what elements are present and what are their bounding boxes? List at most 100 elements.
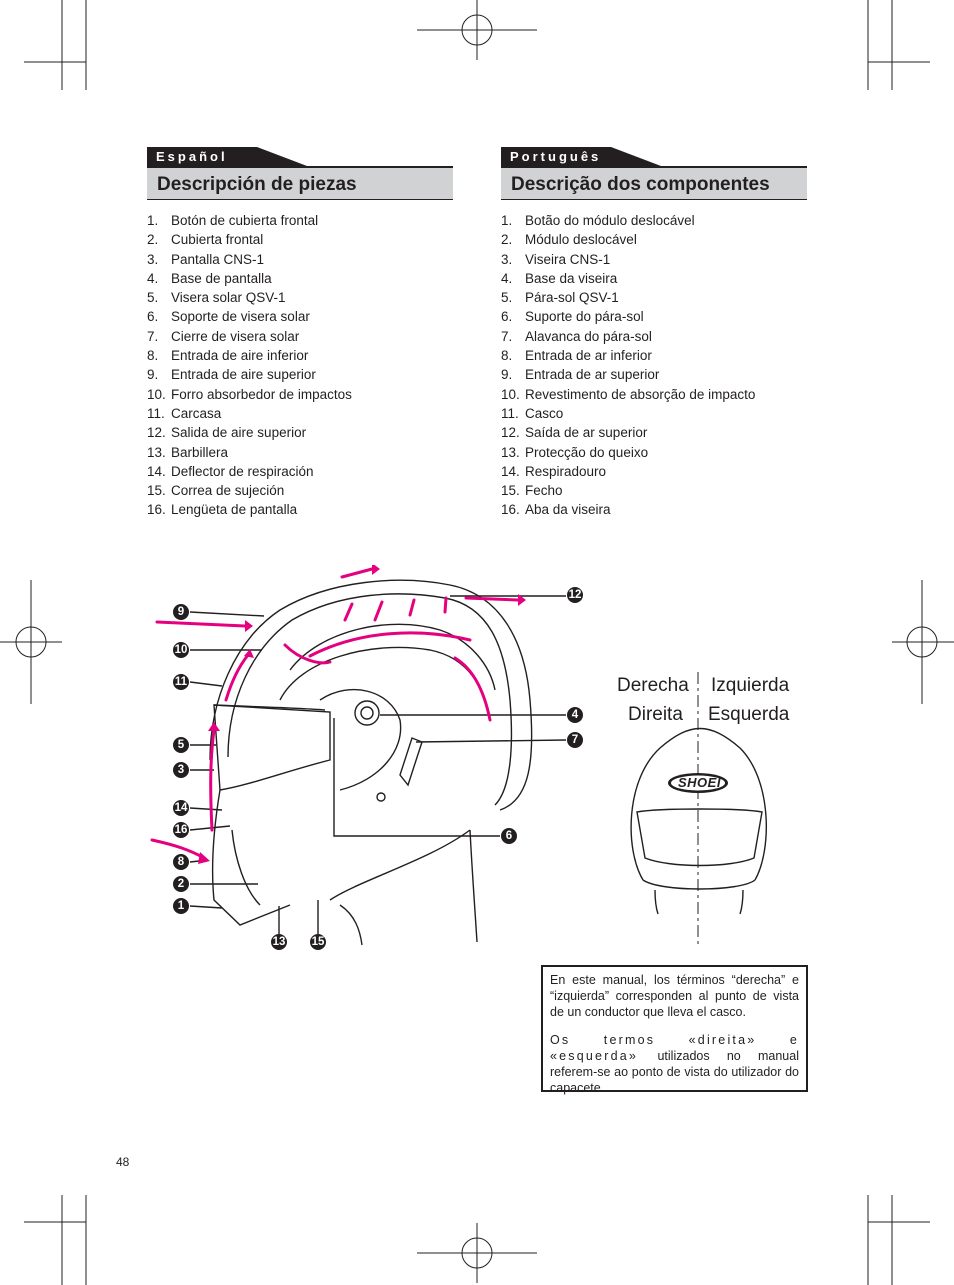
list-item: 15. Correa de sujeción [147, 481, 352, 500]
item-number: 1. [147, 213, 159, 228]
list-item: 3. Pantalla CNS-1 [147, 250, 352, 269]
item-label: Carcasa [171, 405, 222, 421]
item-number: 6. [501, 309, 513, 325]
item-label: Forro absorbedor de impactos [171, 386, 352, 402]
item-label: Lengüeta de pantalla [171, 502, 298, 518]
item-number: 11. [501, 405, 519, 421]
list-item: 13. Barbillera [147, 443, 352, 462]
parts-list-spanish: 1. Botón de cubierta frontal 2. Cubierta fr… [147, 211, 352, 520]
item-number: 11. [147, 405, 165, 421]
list-item: 11. Carcasa [147, 404, 352, 423]
list-item: 10. Revestimento de absorção de impacto [501, 385, 755, 404]
item-number: 5. [147, 290, 159, 306]
list-item: 8. Entrada de aire inferior [147, 346, 352, 365]
label-left-pt: Esquerda [708, 704, 790, 725]
item-number: 6. [147, 309, 159, 325]
list-item: 14.Deflector de respiración [147, 462, 352, 481]
item-label: Botão do módulo deslocável [525, 213, 695, 228]
item-number: 4. [147, 270, 159, 286]
callout-badge: 16 [173, 822, 189, 838]
label-right-pt: Direita [628, 704, 683, 725]
item-number: 8. [501, 348, 513, 364]
item-label: Entrada de ar inferior [525, 348, 652, 364]
item-label: Deflector de respiración [171, 463, 314, 479]
list-item: 13. Protecção do queixo [501, 443, 755, 462]
item-number: 10. [501, 386, 520, 402]
item-label: Fecho [525, 483, 563, 499]
item-number: 13. [501, 444, 520, 460]
item-label: Botón de cubierta frontal [171, 213, 319, 228]
callout-badge: 12 [567, 587, 583, 603]
item-number: 8. [147, 348, 159, 364]
helmet-side-diagram [150, 565, 567, 946]
item-label: Suporte do pára-sol [525, 309, 644, 325]
list-item: 12.Saída de ar superior [501, 423, 755, 442]
page-number: 48 [116, 1155, 130, 1169]
callout-badge: 4 [567, 707, 583, 723]
item-number: 1. [501, 213, 513, 228]
item-number: 15. [501, 483, 520, 499]
list-item: 3.Viseira CNS-1 [501, 250, 755, 269]
item-label: Salida de aire superior [171, 425, 307, 441]
label-left-es: Izquierda [711, 675, 790, 696]
list-item: 4. Base da viseira [501, 269, 755, 288]
item-number: 5. [501, 290, 513, 306]
list-item: 2. Cubierta frontal [147, 230, 352, 249]
item-label: Módulo deslocável [525, 232, 637, 248]
list-item: 15. Fecho [501, 481, 755, 500]
list-item: 8. Entrada de ar inferior [501, 346, 755, 365]
item-label: Aba da viseira [525, 502, 611, 518]
item-label: Base da viseira [525, 270, 618, 286]
item-label: Protecção do queixo [525, 444, 649, 460]
item-label: Entrada de aire superior [171, 367, 316, 383]
list-item: 6.Soporte de visera solar [147, 307, 352, 326]
item-number: 16. [501, 502, 520, 518]
list-item: 5. Pára-sol QSV-1 [501, 288, 755, 307]
list-item: 14.Respiradouro [501, 462, 755, 481]
item-label: Revestimento de absorção de impacto [525, 386, 756, 402]
note-portuguese: Os termos «direita» e «esquerda» utiliza… [550, 1032, 799, 1096]
item-number: 10. [147, 386, 166, 402]
item-number: 9. [147, 367, 159, 383]
item-number: 2. [147, 232, 159, 248]
item-number: 13. [147, 444, 166, 460]
item-number: 7. [501, 328, 513, 344]
callout-badge: 9 [173, 604, 189, 620]
list-item: 1. Botão do módulo deslocável [501, 211, 755, 230]
callout-badge: 6 [501, 828, 517, 844]
callout-badge: 10 [173, 642, 189, 658]
item-number: 15. [147, 483, 166, 499]
list-item: 5. Visera solar QSV-1 [147, 288, 352, 307]
callout-badge: 2 [173, 876, 189, 892]
item-label: Correa de sujeción [171, 483, 285, 499]
item-number: 12. [147, 425, 166, 441]
item-label: Cubierta frontal [171, 232, 264, 248]
item-label: Cierre de visera solar [171, 328, 300, 344]
item-label: Entrada de aire inferior [171, 348, 309, 364]
language-tab-portuguese: Português [501, 147, 661, 166]
item-number: 4. [501, 270, 513, 286]
callout-badge: 13 [271, 934, 287, 950]
item-label: Pantalla CNS-1 [171, 251, 265, 267]
list-item: 16.Lengüeta de pantalla [147, 500, 352, 519]
item-label: Pára-sol QSV-1 [525, 290, 619, 306]
item-label: Alavanca do pára-sol [525, 328, 652, 344]
list-item: 7.Cierre de visera solar [147, 327, 352, 346]
item-number: 14. [501, 463, 520, 479]
list-item: 10. Forro absorbedor de impactos [147, 385, 352, 404]
item-label: Barbillera [171, 444, 229, 460]
label-right-es: Derecha [617, 675, 689, 696]
language-label: Español [156, 149, 228, 164]
list-item: 1. Botón de cubierta frontal [147, 211, 352, 230]
list-item: 6. Suporte do pára-sol [501, 307, 755, 326]
item-label: Base de pantalla [171, 270, 272, 286]
callout-badge: 8 [173, 854, 189, 870]
callout-badge: 11 [173, 674, 189, 690]
item-label: Visera solar QSV-1 [171, 290, 286, 306]
callout-badge: 15 [310, 934, 326, 950]
note-spanish: En este manual, los términos “derecha” e… [550, 973, 799, 1019]
section-title-spanish: Descripción de piezas [147, 166, 453, 200]
item-number: 3. [147, 251, 159, 267]
